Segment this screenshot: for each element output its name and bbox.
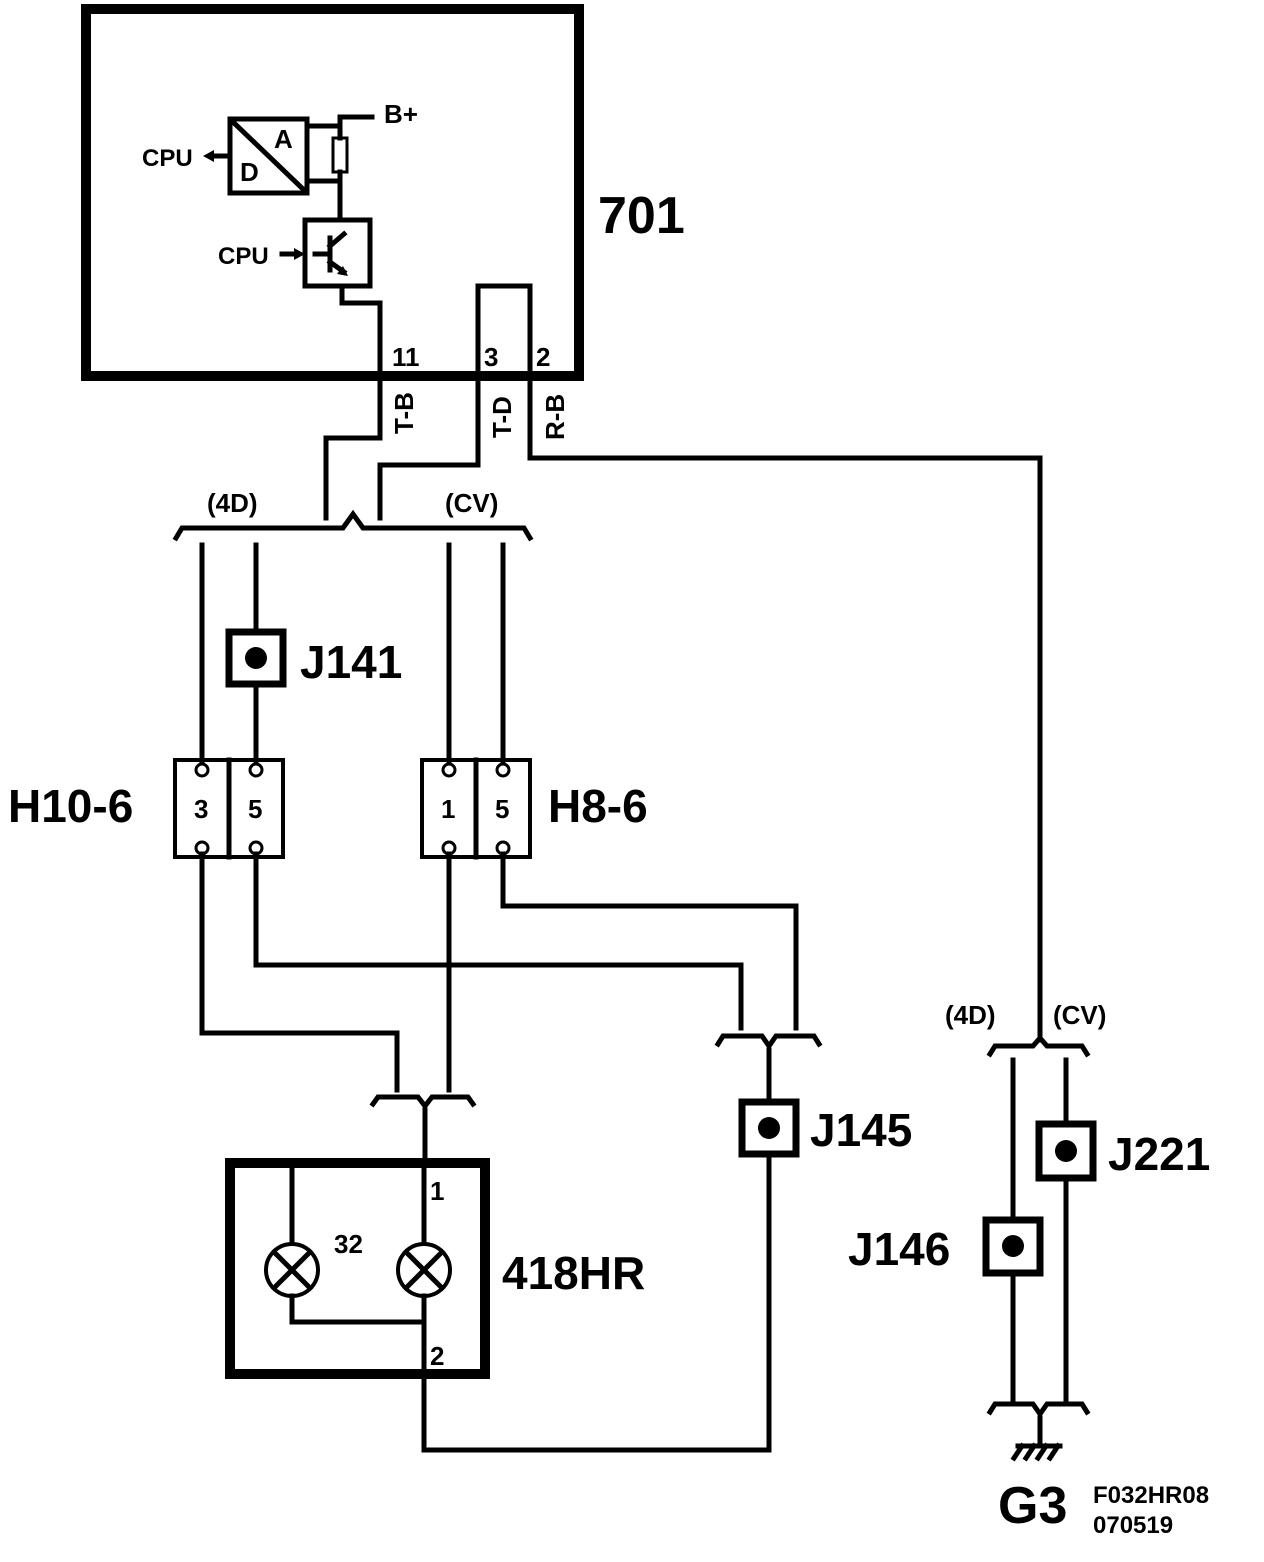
diagram-date: 070519 xyxy=(1093,1512,1173,1539)
pin-3-label: 3 xyxy=(484,342,498,372)
variant-4d-right: (4D) xyxy=(945,1000,996,1030)
h8-6-label: H8-6 xyxy=(548,780,648,832)
connector-h8-6: 1 5 H8-6 xyxy=(420,757,648,860)
module-701-label: 701 xyxy=(598,187,685,245)
h10-pin-5: 5 xyxy=(248,794,262,824)
cpu-output-arrow: CPU xyxy=(142,145,233,172)
cpu-output-label: CPU xyxy=(142,145,193,172)
variant-cv-upper: (CV) xyxy=(445,488,498,518)
junction-j221: J221 xyxy=(1035,1120,1210,1182)
junction-j146: J146 xyxy=(848,1216,1044,1277)
variant-cv-right: (CV) xyxy=(1053,1000,1106,1030)
lamp-418hr-label: 418HR xyxy=(502,1247,645,1299)
bulb-right-icon xyxy=(396,1242,452,1298)
j145-label: J145 xyxy=(810,1104,912,1156)
h8-pin-5: 5 xyxy=(495,794,509,824)
connector-h10-6: 3 5 H10-6 xyxy=(8,757,285,860)
control-module-701: 701 A D CPU B+ xyxy=(81,4,685,381)
diagram-code: F032HR08 xyxy=(1093,1482,1209,1509)
adc-d-label: D xyxy=(240,157,259,187)
wire-r-b-label: R-B xyxy=(540,394,570,440)
ad-converter: A D xyxy=(227,116,310,196)
wire-t-d-label: T-D xyxy=(487,396,517,438)
adc-a-label: A xyxy=(274,124,293,154)
transistor-driver: CPU xyxy=(218,217,373,289)
wire-t-b: T-B xyxy=(323,373,419,521)
j221-label: J221 xyxy=(1108,1128,1210,1180)
bulb-32-label: 32 xyxy=(334,1229,363,1259)
pin-2-label: 2 xyxy=(536,342,550,372)
wire-t-b-label: T-B xyxy=(389,392,419,434)
h10-6-label: H10-6 xyxy=(8,780,133,832)
ground-g3-label: G3 xyxy=(998,1477,1067,1535)
junction-j145: J145 xyxy=(738,1098,912,1158)
wire-t-d: T-D xyxy=(377,373,517,521)
variant-brace-upper: (4D) (CV) xyxy=(172,488,534,542)
supply-resistor: B+ xyxy=(304,99,418,223)
variant-4d-upper: (4D) xyxy=(207,488,258,518)
cpu-input-label: CPU xyxy=(218,243,269,270)
j141-label: J141 xyxy=(300,636,402,688)
wire-r-b: R-B xyxy=(527,373,1043,1043)
variant-brace-right: (4D) (CV) xyxy=(945,1000,1106,1058)
lamp-pin-2: 2 xyxy=(430,1341,444,1371)
lamp-unit-418hr: 32 1 2 418HR xyxy=(225,1158,645,1379)
junction-j141: J141 xyxy=(225,628,402,688)
j146-label: J146 xyxy=(848,1223,950,1275)
supply-label: B+ xyxy=(384,99,418,129)
bulb-left-icon xyxy=(264,1242,320,1298)
h10-pin-3: 3 xyxy=(194,794,208,824)
pin-11-label: 11 xyxy=(392,342,420,372)
h8-pin-1: 1 xyxy=(441,794,455,824)
ground-g3-icon xyxy=(1010,1442,1063,1462)
lamp-pin-1: 1 xyxy=(430,1176,444,1206)
